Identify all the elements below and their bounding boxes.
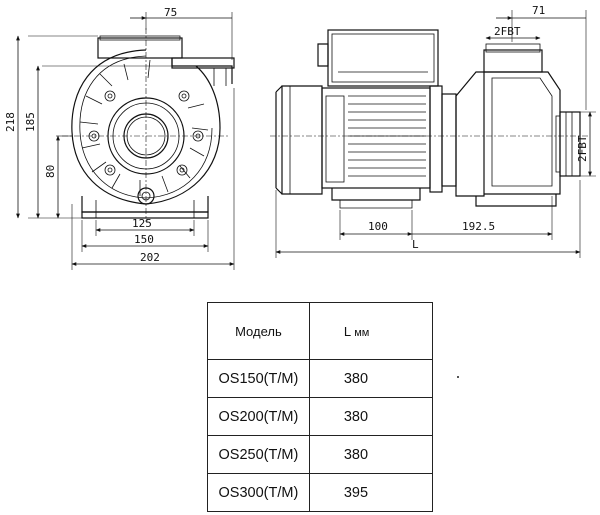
dim-125: 125	[132, 217, 152, 230]
dim-75: 75	[164, 6, 177, 19]
length-cell: 380	[308, 359, 434, 399]
table-row: OS300(T/M) 395	[207, 473, 434, 512]
dim-80: 80	[44, 165, 57, 178]
technical-drawing: 75 218 185 80 125 150 202	[4, 4, 596, 270]
dim-150: 150	[134, 233, 154, 246]
dim-100: 100	[368, 220, 388, 233]
label-2fbt-top: 2FBT	[494, 25, 521, 38]
dim-202: 202	[140, 251, 160, 264]
table-row: OS150(T/M) 380	[207, 359, 434, 399]
model-cell: OS250(T/M)	[207, 435, 310, 475]
front-view: 75 218 185 80 125 150 202	[4, 6, 235, 270]
header-length: L мм	[308, 301, 434, 361]
length-cell: 380	[308, 435, 434, 475]
model-cell: OS150(T/M)	[207, 359, 310, 399]
dim-218: 218	[4, 112, 17, 132]
stray-dot	[457, 376, 459, 378]
model-cell: OS300(T/M)	[207, 473, 310, 512]
header-model: Модель	[207, 301, 310, 361]
table-row: OS200(T/M) 380	[207, 397, 434, 437]
length-cell: 395	[308, 473, 434, 512]
label-2fbt-side: 2FBT	[576, 135, 589, 162]
dim-192-5: 192.5	[462, 220, 495, 233]
dim-l: L	[412, 238, 419, 251]
length-cell: 380	[308, 397, 434, 437]
side-view: 71 2FBT 2FBT 100 192.5 L	[270, 4, 596, 258]
table-row: OS250(T/M) 380	[207, 435, 434, 475]
model-cell: OS200(T/M)	[207, 397, 310, 437]
dim-185: 185	[24, 112, 37, 132]
table-header-row: Модель L мм	[207, 301, 434, 361]
dim-71: 71	[532, 4, 545, 17]
header-length-unit: мм	[354, 326, 370, 339]
spec-table: Модель L мм OS150(T/M) 380 OS200(T/M) 38…	[207, 301, 434, 512]
header-length-label: L	[343, 323, 351, 339]
